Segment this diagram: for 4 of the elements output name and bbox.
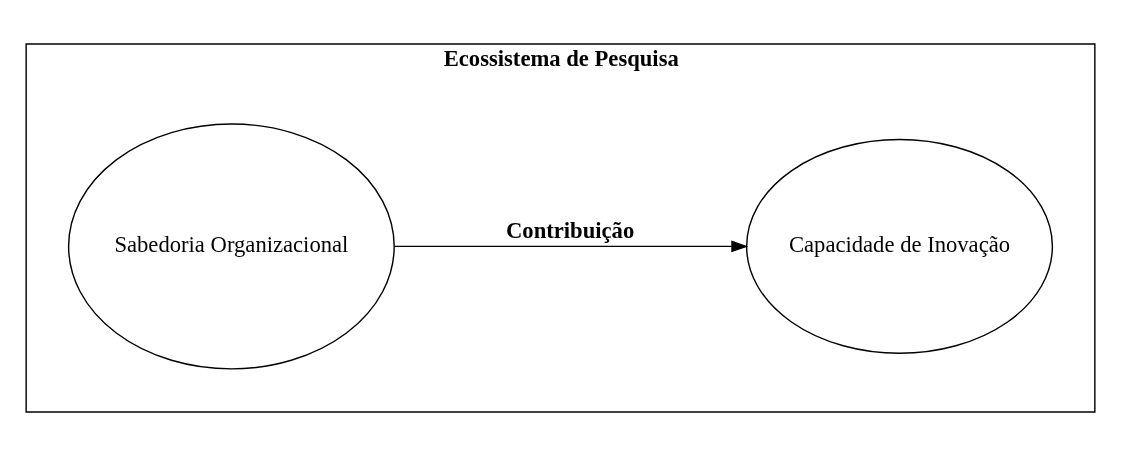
node-ellipse: Sabedoria Organizacional <box>67 122 395 370</box>
edge-label: Contribuição <box>506 217 635 243</box>
node-ellipse: Capacidade de Inovação <box>745 138 1054 354</box>
arrow <box>393 239 749 252</box>
